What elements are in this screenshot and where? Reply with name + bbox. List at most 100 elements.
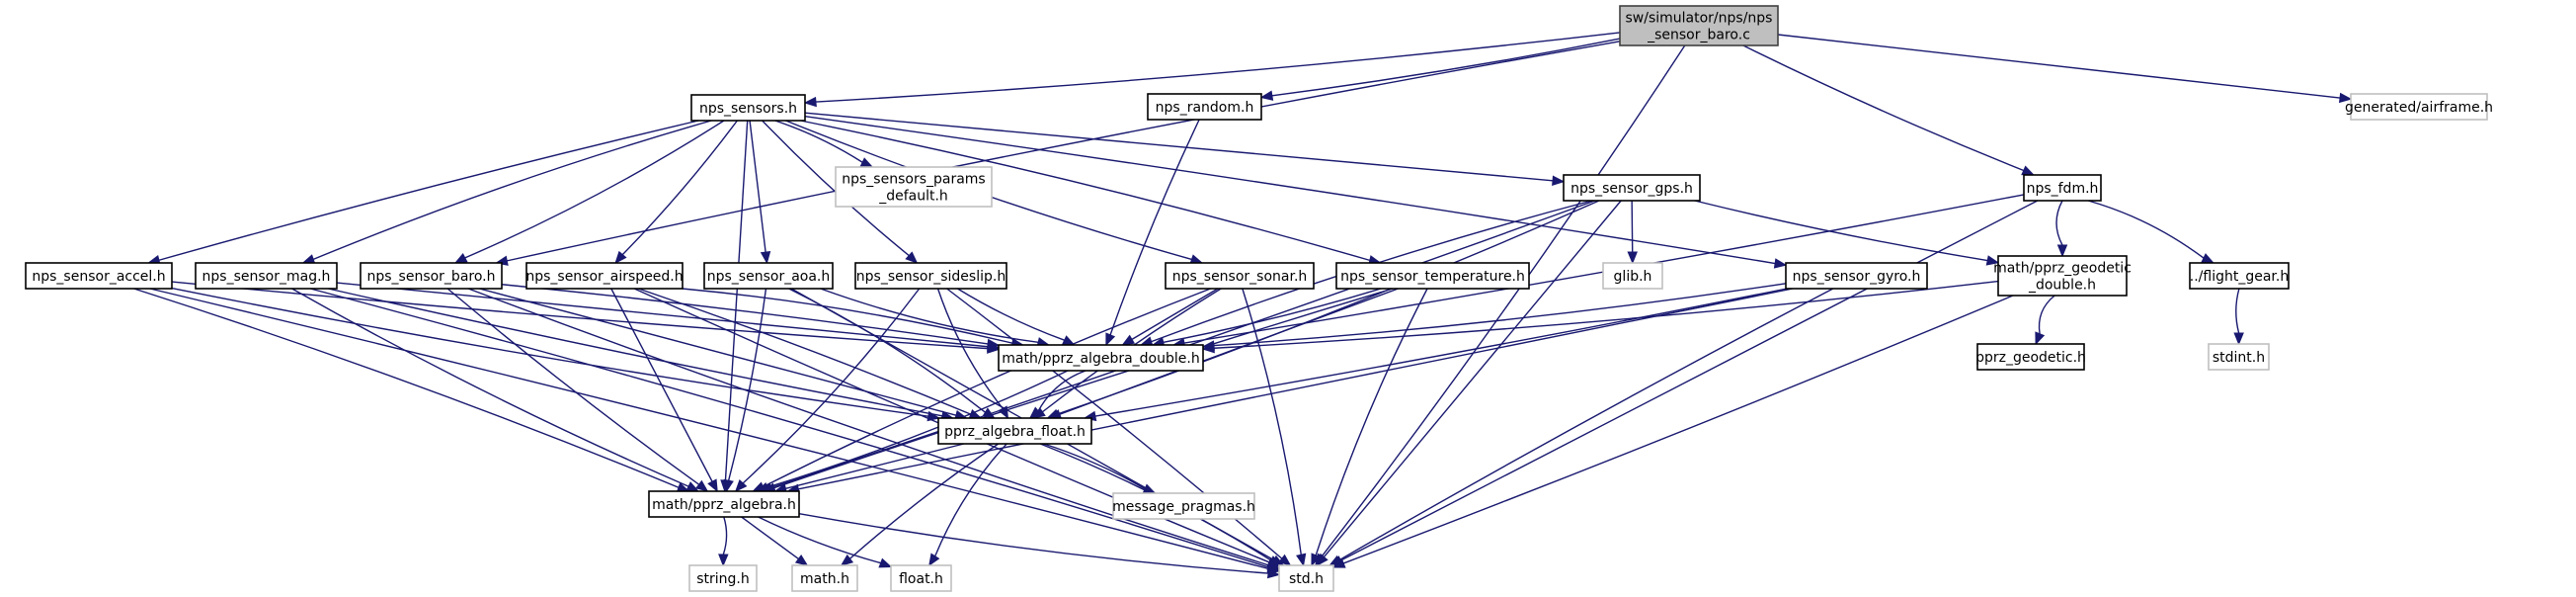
node-aoa[interactable]: nps_sensor_aoa.h (703, 262, 834, 290)
node-label: nps_sensor_temperature.h (1340, 269, 1525, 285)
edge-flight_gear-to-stdint (2233, 288, 2244, 346)
arrowhead-icon (2035, 331, 2046, 346)
edge-algebra_float-to-math (840, 443, 1000, 566)
edge-line (800, 120, 1371, 262)
edge-line (171, 287, 928, 417)
arrowhead-icon (723, 478, 734, 493)
arrowhead-icon (695, 479, 709, 492)
arrowhead-icon (1627, 251, 1638, 265)
arrowhead-icon (2233, 332, 2244, 346)
edge-line (1059, 288, 1399, 415)
edge-line (1131, 288, 1219, 341)
edge-sonar-to-std (1242, 288, 1307, 567)
node-label: string.h (696, 571, 750, 587)
node-box (1335, 262, 1530, 290)
arrowhead-icon (1311, 553, 1322, 567)
arrowhead-icon (2201, 253, 2215, 264)
edge-gyro-to-std (1328, 288, 1834, 566)
edge-gps-to-geodetic_double (1694, 200, 2000, 266)
node-label: nps_sensor_sideslip.h (856, 269, 1006, 285)
node-label: nps_random.h (1156, 100, 1254, 116)
node-label: sw/simulator/nps/nps (1626, 11, 1773, 27)
edge-nps_sensors-to-baro (453, 120, 725, 264)
edge-sonar-to-algebra (752, 288, 1211, 492)
edge-line (464, 120, 725, 259)
node-geodetic-double[interactable]: math/pprz_geodetic_double.h (1993, 255, 2132, 297)
nodes-layer: sw/simulator/nps/nps_sensor_baro.c nps_se… (25, 5, 2493, 592)
arrowhead-icon (2021, 165, 2036, 176)
edge-line (741, 516, 799, 560)
edge-line (1213, 280, 1999, 349)
edge-mag-to-algebra_double (336, 282, 1001, 352)
node-algebra[interactable]: math/pprz_algebra.h (648, 490, 800, 518)
node-box (690, 94, 806, 122)
node-stdint: stdint.h (2208, 343, 2270, 371)
node-pprz-geodetic[interactable]: pprz_geodetic.h (1975, 343, 2086, 371)
arrowhead-icon (2056, 244, 2068, 258)
node-airspeed[interactable]: nps_sensor_airspeed.h (525, 262, 684, 290)
node-algebra-float[interactable]: pprz_algebra_float.h (937, 417, 1092, 445)
node-root[interactable]: sw/simulator/nps/nps_sensor_baro.c (1619, 5, 1779, 46)
node-nps-random[interactable]: nps_random.h (1147, 93, 1262, 121)
edge-line (763, 288, 1211, 488)
edge-algebra_float-to-float (928, 443, 1007, 567)
edge-baro-to-std (467, 288, 1281, 570)
node-box (703, 262, 834, 290)
node-label: nps_sensor_gps.h (1570, 181, 1693, 197)
edge-line (773, 288, 1394, 489)
edge-nps_sensors-to-sideslip (762, 120, 919, 264)
edge-line (1321, 44, 1686, 557)
node-gyro[interactable]: nps_sensor_gyro.h (1785, 262, 1928, 290)
edge-line (1109, 119, 1200, 336)
arrowhead-icon (998, 405, 1009, 420)
arrowhead-icon (1773, 258, 1788, 269)
node-sonar[interactable]: nps_sensor_sonar.h (1165, 262, 1315, 290)
node-label: nps_sensor_sonar.h (1172, 269, 1308, 285)
arrowhead-icon (803, 96, 817, 108)
node-nps-fdm[interactable]: nps_fdm.h (2023, 174, 2102, 202)
edge-line (742, 288, 921, 484)
edge-algebra_double-to-algebra (756, 370, 1069, 492)
edge-line (1694, 200, 1988, 262)
node-label: math.h (800, 571, 849, 587)
edge-algebra_double-to-algebra_float (1028, 370, 1087, 419)
node-box (688, 564, 758, 592)
node-box (195, 262, 338, 290)
node-label: nps_sensor_aoa.h (707, 269, 831, 285)
node-algebra-double[interactable]: math/pprz_algebra_double.h (998, 344, 1204, 372)
edge-accel-to-algebra_float (171, 287, 941, 422)
edge-aoa-to-algebra_double (820, 288, 1051, 348)
node-box (1997, 255, 2128, 297)
edge-sonar-to-algebra_double (1121, 288, 1219, 346)
edge-line (957, 288, 1065, 341)
edge-line (749, 120, 766, 253)
node-message-pragmas: message_pragmas.h (1112, 492, 1255, 520)
edge-line (934, 443, 1007, 556)
arrowhead-icon (1985, 255, 2000, 266)
node-label: nps_sensor_gyro.h (1793, 269, 1921, 285)
node-baro[interactable]: nps_sensor_baro.h (360, 262, 503, 290)
edge-line (479, 288, 957, 416)
edge-line (312, 120, 712, 261)
edge-line (610, 288, 713, 482)
node-nps-sensors[interactable]: nps_sensors.h (690, 94, 806, 122)
node-label: nps_fdm.h (2027, 181, 2099, 197)
node-sideslip[interactable]: nps_sensor_sideslip.h (854, 262, 1007, 290)
node-box (2208, 343, 2270, 371)
node-label: stdint.h (2213, 350, 2265, 366)
node-flight-gear[interactable]: ../flight_gear.h (2189, 262, 2290, 290)
edge-line (1043, 443, 1146, 490)
edge-line (171, 281, 989, 350)
node-gps[interactable]: nps_sensor_gps.h (1563, 174, 1701, 202)
node-label: math/pprz_algebra.h (652, 497, 796, 513)
edge-mag-to-algebra (291, 288, 700, 492)
arrowhead-icon (1105, 332, 1116, 347)
node-temperature[interactable]: nps_sensor_temperature.h (1335, 262, 1530, 290)
node-mag[interactable]: nps_sensor_mag.h (195, 262, 338, 290)
node-accel[interactable]: nps_sensor_accel.h (25, 262, 173, 290)
node-label: glib.h (1614, 269, 1652, 285)
arrowhead-icon (794, 554, 809, 566)
arrowhead-icon (718, 554, 729, 567)
edge-nps_sensors-to-aoa (749, 120, 771, 265)
